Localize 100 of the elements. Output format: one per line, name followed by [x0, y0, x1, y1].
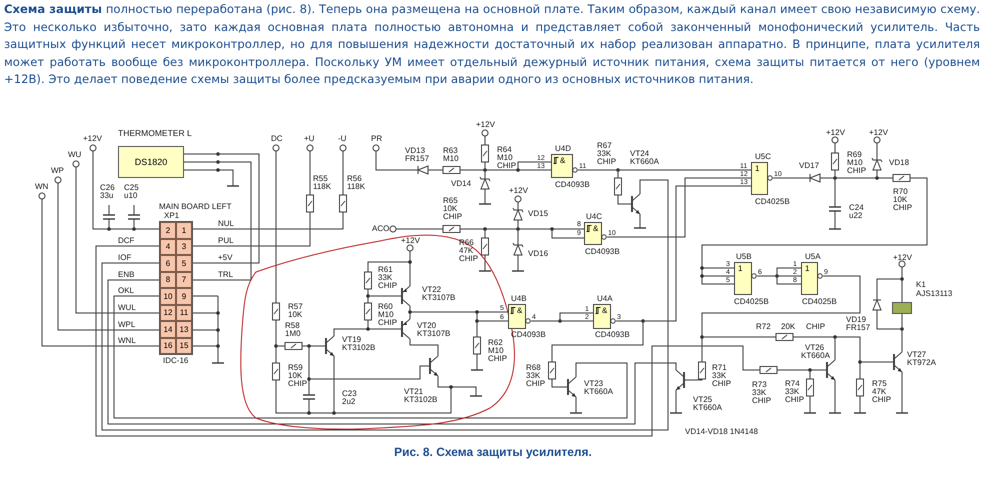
component-label: M10 — [378, 311, 394, 319]
gate-symbol: 1 — [755, 165, 760, 173]
part-number: CD4025B — [755, 198, 790, 206]
component-label: KT660A — [801, 352, 830, 360]
gate-designator: U5B — [736, 253, 752, 261]
component-label: M10 — [488, 347, 504, 355]
component-label: CHIP — [378, 319, 398, 327]
pin-number: 3 — [176, 238, 192, 255]
component-label: KT660A — [630, 158, 659, 166]
pin-number: 4 — [160, 238, 176, 255]
wire — [606, 178, 752, 238]
terminal-label: +12V — [893, 254, 912, 262]
logic-gate — [593, 304, 616, 329]
component-label: R69 — [847, 151, 862, 159]
component-label: VD18 — [889, 159, 910, 167]
logic-gate — [551, 154, 578, 178]
component-label: KT3102B — [404, 396, 438, 404]
component-label: CHIP — [893, 204, 912, 212]
component-label: R67 — [597, 142, 612, 150]
sensor-box — [118, 146, 184, 178]
component-label: CHIP — [488, 355, 508, 363]
pin-number: 9 — [176, 288, 192, 304]
component-label: CHIP — [497, 162, 516, 170]
gate-designator: U4B — [511, 295, 527, 303]
logic-gate — [801, 262, 823, 295]
pin-number: 1 — [176, 222, 192, 238]
signal-name: OKL — [118, 287, 134, 295]
component-label: 10K — [288, 311, 302, 319]
component-label: 10K — [288, 372, 302, 380]
pin-number: 14 — [160, 321, 176, 338]
connector-title: MAIN BOARD LEFT — [159, 203, 232, 211]
component-label: VD16 — [528, 250, 548, 258]
component-label: R55 — [313, 175, 328, 183]
component-label: 118K — [347, 183, 366, 191]
component-label: u22 — [849, 212, 862, 220]
component-label: CHIP — [712, 380, 732, 388]
component-label: R74 — [785, 380, 800, 388]
component-label: KT660A — [584, 388, 613, 396]
logic-gate — [734, 262, 757, 295]
logic-gate — [751, 162, 773, 195]
component-label: 33K — [597, 150, 612, 158]
gate-symbol: 1 — [738, 265, 742, 273]
signal-name: +5V — [218, 254, 232, 262]
signal-name: WNL — [118, 337, 136, 345]
component-label: R61 — [378, 266, 393, 274]
component-label: CHIP — [443, 213, 462, 221]
component-label: VD19 — [846, 316, 866, 324]
relay-designator: K1 — [916, 281, 926, 289]
component-label: FR157 — [405, 155, 430, 163]
pin-number: 2 — [160, 222, 176, 238]
pin-number: 7 — [176, 272, 192, 288]
terminal-label: -U — [338, 135, 346, 143]
component-label: CHIP — [785, 396, 804, 404]
component-label: 33K — [785, 388, 800, 396]
signal-name: IOF — [118, 254, 132, 262]
terminal-label: +12V — [826, 129, 845, 137]
component-label: u10 — [124, 192, 138, 200]
component-label: VD17 — [799, 162, 820, 170]
component-label: R62 — [488, 339, 503, 347]
component-label: VT22 — [422, 286, 442, 294]
wire — [530, 320, 594, 322]
gate-symbol: & — [602, 307, 608, 315]
component-label: FR157 — [846, 324, 870, 332]
connector-block — [159, 221, 193, 355]
component-label: KT660A — [693, 404, 722, 412]
component-label: R71 — [712, 364, 727, 372]
component-label: C25 — [124, 184, 139, 192]
component-label: 33u — [100, 192, 114, 200]
terminal-label: +12V — [401, 237, 420, 245]
component-label: 20K — [781, 323, 796, 331]
gate-symbol: & — [517, 307, 522, 315]
pin-number: 6 — [160, 255, 176, 272]
signal-name: WPL — [118, 320, 136, 328]
gate-designator: U4D — [555, 145, 572, 153]
component-label: R64 — [497, 146, 512, 154]
wire — [184, 154, 260, 264]
component-label: M10 — [497, 154, 513, 162]
gate-symbol: & — [593, 225, 598, 233]
signal-name: DCF — [118, 237, 134, 245]
component-label: 10K — [893, 196, 908, 204]
terminal-label: +12V — [869, 129, 888, 137]
component-label: VT21 — [404, 388, 424, 396]
pin-number: 12 — [160, 304, 176, 321]
component-label: VD14 — [451, 180, 472, 188]
part-number: CD4093B — [555, 181, 590, 189]
component-label: 33K — [378, 274, 392, 282]
component-label: 33K — [752, 389, 766, 397]
gate-symbol: & — [560, 157, 566, 165]
component-label: 33K — [526, 372, 540, 380]
component-label: C24 — [849, 204, 864, 212]
device-name: DS1820 — [134, 157, 168, 167]
component-label: 2u2 — [342, 398, 356, 406]
figure-caption: Рис. 8. Схема защиты усилителя. — [393, 445, 593, 460]
terminal-label: PR — [371, 135, 382, 143]
logic-gate — [584, 222, 607, 245]
part-number: CD4025B — [734, 298, 769, 306]
component-label: VT25 — [693, 396, 712, 404]
component-label: CHIP — [378, 282, 398, 290]
signal-name: NUL — [218, 220, 234, 228]
component-label: CHIP — [459, 255, 478, 263]
